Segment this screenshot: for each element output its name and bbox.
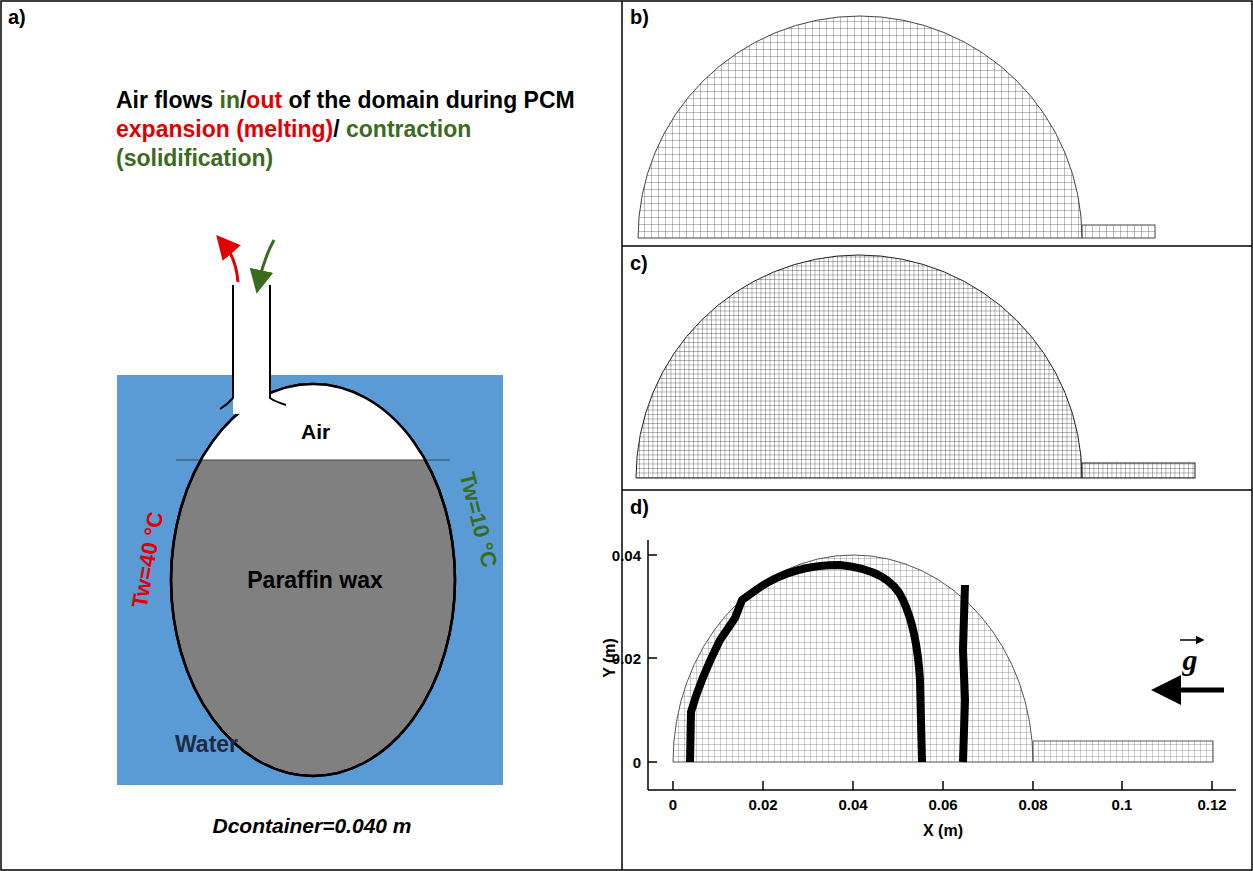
axis-title: X (m): [923, 822, 963, 840]
panel-label: b): [630, 6, 649, 29]
region-label: Water: [175, 731, 238, 758]
panel-label: c): [630, 252, 648, 275]
pcm-region: Paraffin wax: [175, 475, 455, 695]
note-text: Air flows: [116, 87, 213, 113]
note-text: of the domain during PCM: [289, 87, 575, 113]
tick-label: 0.02: [748, 796, 777, 813]
tick-label: 0: [669, 796, 677, 813]
panel-label: d): [630, 496, 649, 519]
region-label: Air: [301, 420, 330, 444]
mesh-coarse: [638, 16, 1155, 238]
note-text: out: [246, 87, 282, 113]
note-text: /: [240, 87, 246, 113]
water-bath: Water AirParaffin wax: [117, 375, 503, 785]
axis-title: Y (m): [601, 638, 619, 678]
air-region: Air: [233, 385, 393, 460]
tick-label: 0.04: [838, 796, 867, 813]
tick-label: 0.08: [1018, 796, 1047, 813]
region-label: Paraffin wax: [247, 567, 383, 594]
mesh-fine: [636, 255, 1195, 478]
tick-label: 0.1: [1112, 796, 1133, 813]
note-text: expansion (melting): [116, 116, 333, 142]
note-text: /: [333, 116, 339, 142]
tick-label: 0: [633, 754, 641, 771]
container-sketch: [117, 240, 503, 785]
tick-label: 0.12: [1197, 796, 1226, 813]
panel-label: a): [8, 6, 26, 29]
dimension: Dcontainer=0.040 m: [212, 814, 411, 838]
air-flow-note: Air flows in/out of the domain during PC…: [116, 86, 616, 173]
note-text: in: [220, 87, 240, 113]
tick-label: 0.04: [612, 547, 641, 564]
tick-label: 0.06: [928, 796, 957, 813]
gravity-symbol: g: [1183, 643, 1198, 677]
mesh-plot: [648, 540, 1236, 790]
